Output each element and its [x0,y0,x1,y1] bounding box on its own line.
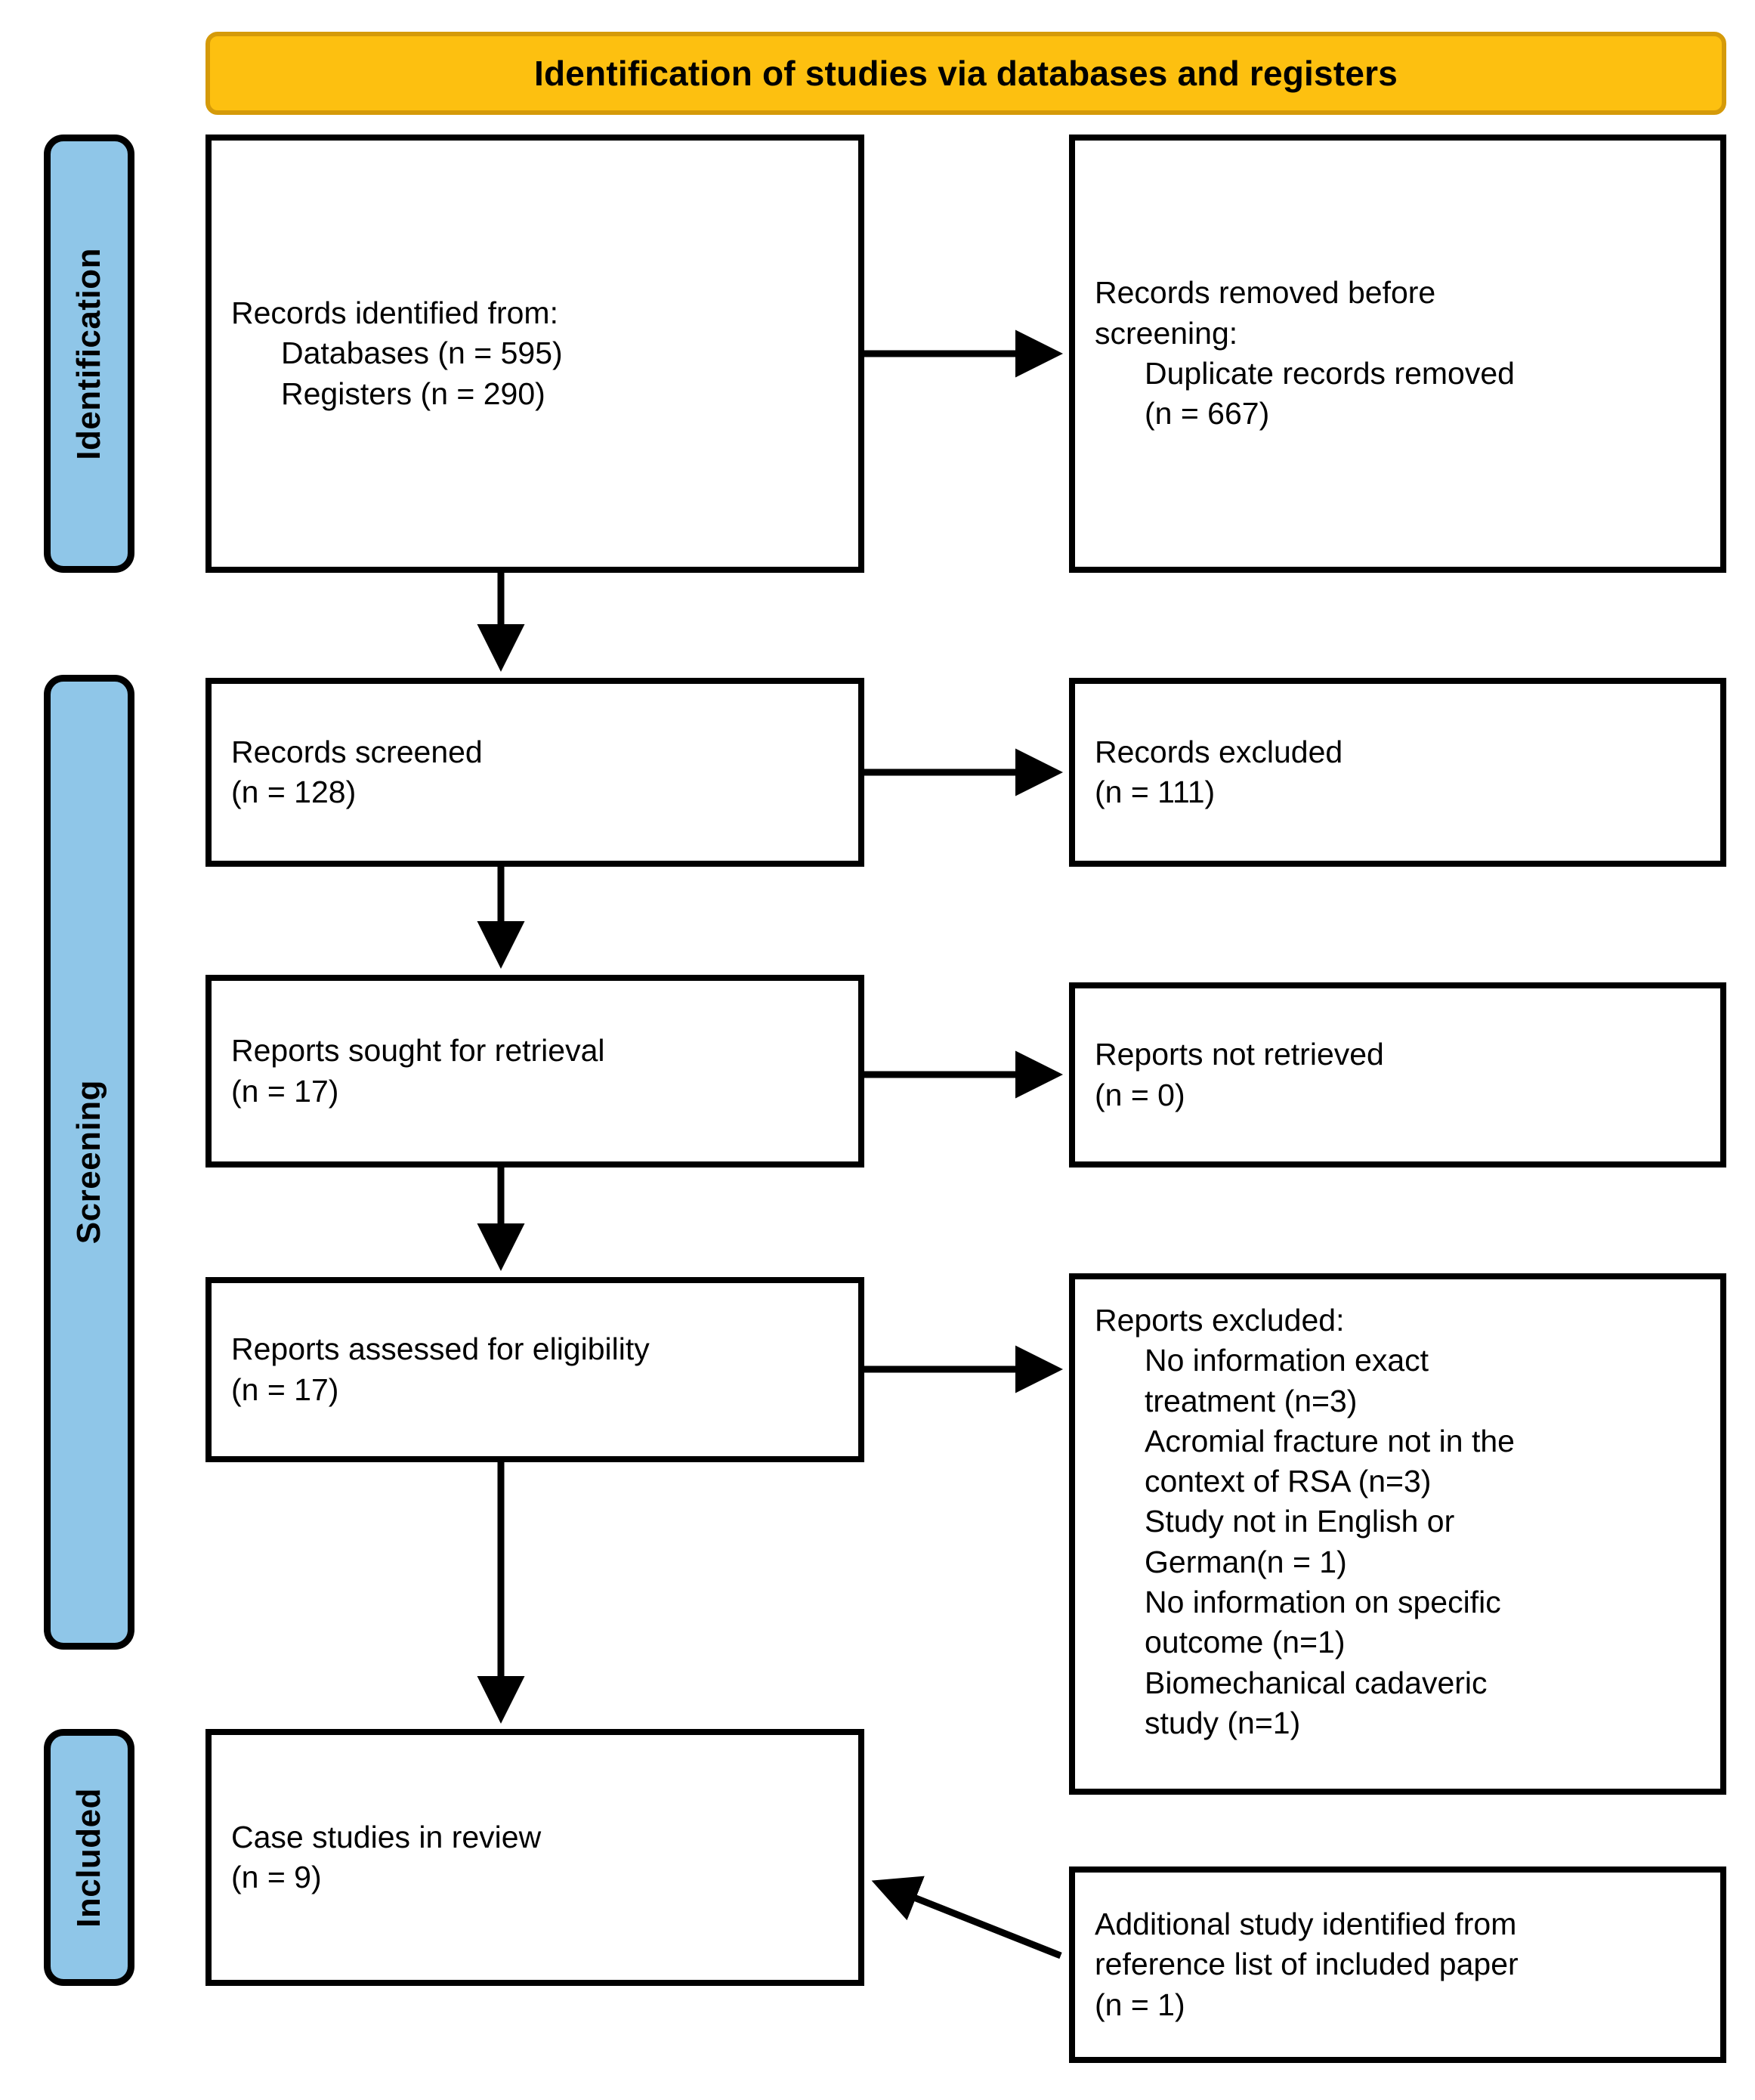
records-removed-line-2: screening: [1095,314,1701,354]
reports-not-retrieved-line-1: Reports not retrieved [1095,1037,1384,1072]
reports-sought-line-2: (n = 17) [231,1073,339,1109]
records-identified-text: Records identified from: Databases (n = … [212,293,858,414]
reports-assessed-text: Reports assessed for eligibility (n = 17… [212,1329,858,1410]
box-additional-study-identified: Additional study identified from referen… [1069,1866,1726,2063]
records-excluded-line-1: Records excluded [1095,734,1343,769]
records-excluded-text: Records excluded (n = 111) [1075,732,1720,813]
records-removed-line-1: Records removed before [1095,273,1701,313]
additional-study-text: Additional study identified from referen… [1075,1904,1720,2025]
reports-excluded-reason-line: study (n=1) [1145,1705,1301,1740]
records-removed-emph-screening: screening [1095,315,1229,351]
stage-label-screening: Screening [44,675,134,1650]
records-screened-line-1: Records screened [231,734,483,769]
reports-excluded-text: Reports excluded: No information exact t… [1075,1301,1720,1743]
case-studies-text: Case studies in review (n = 9) [212,1817,858,1898]
diagram-header-banner: Identification of studies via databases … [205,32,1726,115]
records-removed-emph-before: before [1347,275,1436,311]
records-removed-prefix: Records removed [1095,275,1348,311]
stage-label-identification: Identification [44,135,134,573]
case-studies-line-2: (n = 9) [231,1860,322,1894]
reports-sought-text: Reports sought for retrieval (n = 17) [212,1031,858,1112]
reports-excluded-heading: Reports excluded: [1095,1303,1345,1338]
box-records-screened: Records screened (n = 128) [205,678,864,867]
reports-excluded-reason-line: context of RSA (n=3) [1145,1464,1432,1499]
reports-excluded-reason-line: treatment (n=3) [1145,1383,1358,1418]
box-case-studies-in-review: Case studies in review (n = 9) [205,1729,864,1986]
reports-excluded-reason-line: outcome (n=1) [1145,1625,1346,1660]
additional-study-line-2: reference list of included paper [1095,1947,1519,1982]
reports-assessed-line-2: (n = 17) [231,1372,339,1407]
box-records-identified: Records identified from: Databases (n = … [205,135,864,573]
records-removed-text: Records removed before screening: Duplic… [1075,273,1720,434]
reports-assessed-line-1: Reports assessed for eligibility [231,1331,650,1367]
box-reports-assessed-for-eligibility: Reports assessed for eligibility (n = 17… [205,1277,864,1462]
records-screened-line-2: (n = 128) [231,775,357,809]
records-removed-colon: : [1228,315,1238,351]
records-removed-line-4: (n = 667) [1145,396,1270,431]
box-reports-sought-for-retrieval: Reports sought for retrieval (n = 17) [205,975,864,1168]
reports-excluded-reason-line: Acromial fracture not in the [1145,1423,1515,1458]
additional-study-line-1: Additional study identified from [1095,1907,1517,1942]
reports-not-retrieved-line-2: (n = 0) [1095,1077,1185,1112]
additional-study-line-3: (n = 1) [1095,1987,1185,2022]
reports-excluded-reason-line: Biomechanical cadaveric [1145,1665,1488,1700]
records-screened-text: Records screened (n = 128) [212,732,858,813]
reports-excluded-reason-line: German(n = 1) [1145,1544,1347,1579]
case-studies-line-1: Case studies in review [231,1819,542,1854]
records-identified-line-3: Registers (n = 290) [281,376,545,411]
box-reports-excluded: Reports excluded: No information exact t… [1069,1273,1726,1795]
reports-excluded-reason-line: Study not in English or [1145,1504,1455,1539]
stage-label-included: Included [44,1729,134,1986]
box-records-removed-before-screening: Records removed before screening: Duplic… [1069,135,1726,573]
reports-sought-line-1: Reports sought for retrieval [231,1033,605,1069]
records-identified-line-2: Databases (n = 595) [281,336,563,371]
box-records-excluded: Records excluded (n = 111) [1069,678,1726,867]
diagram-title: Identification of studies via databases … [533,53,1398,93]
arrow-additional-to-case-studies [871,1876,1062,1959]
records-excluded-line-2: (n = 111) [1095,775,1216,809]
reports-excluded-reason-line: No information on specific [1145,1585,1501,1620]
box-reports-not-retrieved: Reports not retrieved (n = 0) [1069,982,1726,1168]
reports-excluded-reason-line: No information exact [1145,1343,1429,1378]
records-removed-line-3: Duplicate records removed [1145,356,1515,391]
reports-not-retrieved-text: Reports not retrieved (n = 0) [1075,1035,1720,1115]
records-identified-line-1: Records identified from: [231,295,558,331]
